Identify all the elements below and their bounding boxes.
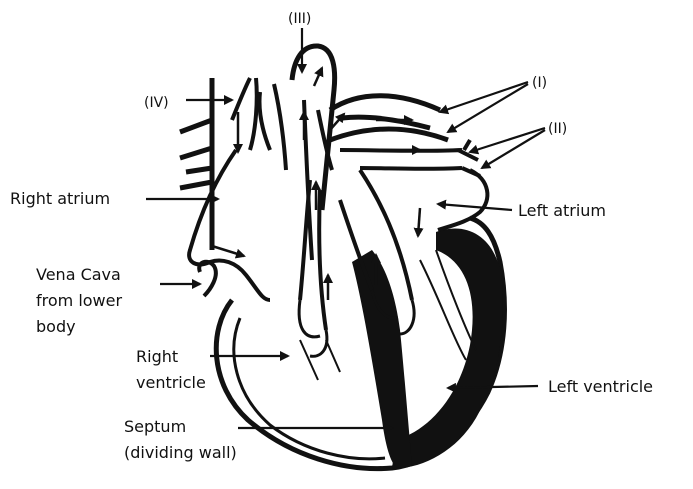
label-vena-cava-upper: (IV) xyxy=(144,92,169,114)
label-pulmonary-veins: (I) xyxy=(532,72,547,94)
pulmonary-vein-stubs xyxy=(458,140,480,176)
right-ventricle-inner xyxy=(234,318,385,459)
aorta-arch xyxy=(292,46,335,210)
septum-wall xyxy=(352,250,412,468)
label-pulmonary-artery-branches: (II) xyxy=(548,118,567,140)
label-vena-cava-lower-3: body xyxy=(36,316,76,338)
superior-vena-cava xyxy=(232,78,257,150)
label-right-ventricle-1: Right xyxy=(136,346,178,368)
label-vena-cava-lower-2: from lower xyxy=(36,290,122,312)
label-septum-2: (dividing wall) xyxy=(124,442,237,464)
pulmonary-artery xyxy=(330,96,448,140)
inferior-vena-cava xyxy=(199,262,216,296)
vena-cava-wall-2 xyxy=(259,84,286,170)
label-right-ventricle-2: ventricle xyxy=(136,372,206,394)
label-aorta: (III) xyxy=(288,8,311,30)
vena-cava-branches xyxy=(180,78,212,250)
pulmonary-vein-lines xyxy=(340,150,462,169)
label-left-atrium: Left atrium xyxy=(518,200,606,222)
label-left-ventricle: Left ventricle xyxy=(548,376,653,398)
label-septum-1: Septum xyxy=(124,416,186,438)
right-atrium-outline xyxy=(189,150,270,300)
blood-flow-arrows xyxy=(212,68,420,300)
label-right-atrium: Right atrium xyxy=(10,188,110,210)
label-vena-cava-lower-1: Vena Cava xyxy=(36,264,121,286)
